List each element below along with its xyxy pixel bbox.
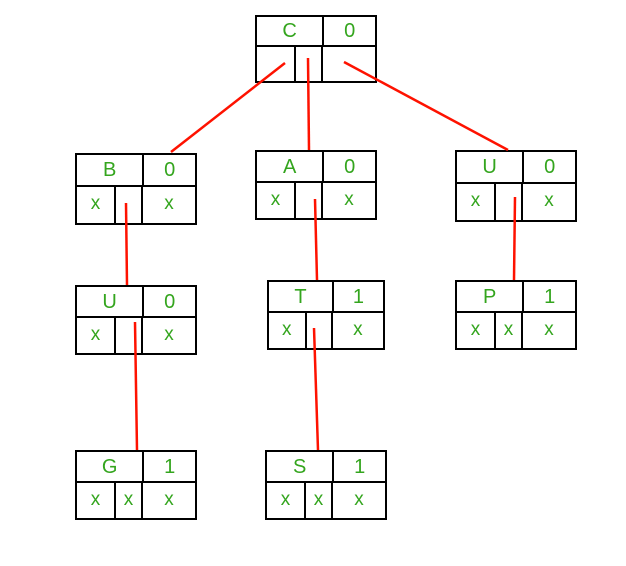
- node-child-pointer-cell: x: [269, 313, 307, 348]
- node-end-count: 0: [164, 290, 176, 313]
- node-end-count: 0: [164, 158, 176, 181]
- node-end-count: 0: [344, 155, 356, 178]
- node-child-pointer-cell: x: [353, 319, 363, 341]
- node-letter: P: [457, 282, 525, 312]
- node-letter: U: [77, 287, 145, 317]
- node-child-pointer-cell: [116, 318, 144, 353]
- node-child-pointer-cell: x: [344, 189, 354, 211]
- node-letter: U: [457, 152, 525, 182]
- node-letter: G: [77, 452, 145, 482]
- node-end-count: 1: [352, 285, 365, 308]
- node-child-pointer-cell: x: [164, 193, 174, 215]
- node-child-pointer-cell: x: [257, 183, 296, 218]
- node-child-pointer-cell: x: [164, 324, 174, 346]
- node-child-pointer-cell: x: [267, 483, 306, 518]
- node-child-pointer-cell: [296, 183, 324, 218]
- node-end-count: 0: [344, 20, 356, 43]
- node-child-pointer-cell: x: [77, 483, 116, 518]
- node-child-pointer-cell: x: [77, 318, 116, 353]
- node-child-pointer-cell: [307, 313, 333, 348]
- node-letter: T: [269, 282, 334, 312]
- node-child-pointer-cell: x: [116, 483, 144, 518]
- node-child-pointer-cell: x: [544, 319, 554, 341]
- node-letter: C: [257, 17, 325, 46]
- node-letter: S: [267, 452, 335, 482]
- node-child-pointer-cell: x: [457, 313, 496, 348]
- node-child-pointer-cell: [323, 47, 375, 81]
- node-child-pointer-cell: x: [306, 483, 334, 518]
- node-letter: B: [77, 155, 145, 185]
- node-end-count: 1: [164, 455, 176, 478]
- node-child-pointer-cell: [296, 47, 324, 81]
- node-child-pointer-cell: x: [457, 183, 496, 220]
- node-children-row: [257, 47, 375, 81]
- node-child-pointer-cell: [116, 186, 144, 223]
- node-letter: A: [257, 152, 325, 182]
- node-end-count: 0: [544, 155, 556, 178]
- node-end-count: 1: [544, 285, 556, 308]
- node-child-pointer-cell: x: [354, 489, 364, 511]
- node-child-pointer-cell: x: [496, 313, 524, 348]
- node-end-count: 1: [354, 455, 366, 478]
- node-child-pointer-cell: x: [544, 190, 554, 212]
- node-child-pointer-cell: [496, 183, 524, 220]
- node-child-pointer-cell: x: [164, 489, 174, 511]
- node-child-pointer-cell: [257, 47, 296, 81]
- node-child-pointer-cell: x: [77, 186, 116, 223]
